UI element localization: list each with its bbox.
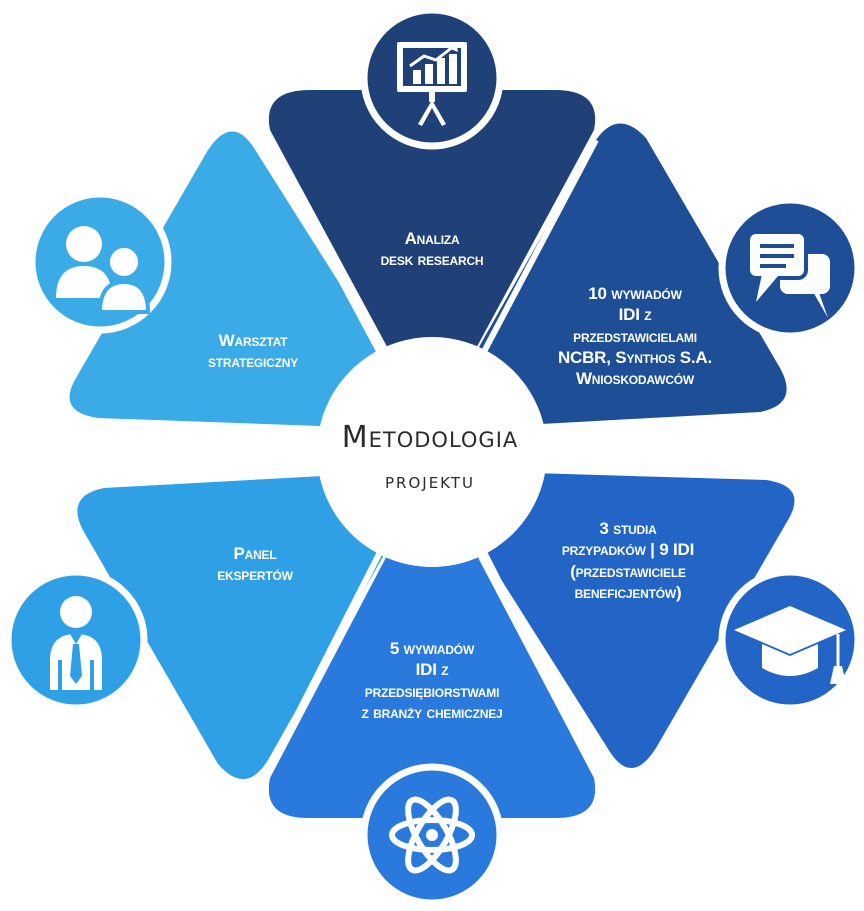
label-line: przedstawicielami	[573, 326, 697, 346]
label-line: IDI z	[415, 660, 449, 680]
label-wywiady10: 10 wywiadów IDI z przedstawicielami NCBR…	[540, 283, 730, 389]
center-title-line2: projektu	[385, 469, 475, 494]
label-studia: 3 studia przypadków | 9 IDI (przedstawic…	[528, 518, 728, 603]
label-line: 10 wywiadów	[588, 284, 682, 303]
badge-wywiady5	[360, 763, 504, 907]
label-line: strategiczny	[207, 352, 299, 372]
badge-analiza	[360, 6, 504, 150]
badge-panel	[4, 568, 148, 712]
label-panel: Panel ekspertów	[180, 543, 330, 586]
label-line: ekspertów	[217, 565, 293, 585]
center-circle	[317, 337, 547, 567]
badge-warsztat	[28, 190, 172, 334]
segment-analiza	[268, 90, 596, 430]
label-wywiady5: 5 wywiadów IDI z przedsiębiorstwami z br…	[325, 638, 539, 723]
badge-studia	[718, 568, 862, 712]
label-line: IDI z	[618, 305, 652, 325]
atom-icon	[389, 796, 475, 874]
segment-warsztat	[69, 131, 432, 430]
label-analiza: Analiza desk research	[352, 228, 512, 271]
label-line: desk research	[380, 250, 484, 270]
chat-bubbles-icon	[746, 230, 830, 318]
users-icon	[56, 226, 151, 314]
label-line: przedsiębiorstwami	[364, 681, 500, 701]
center-title-line1: Metodologia	[341, 420, 519, 455]
graduation-cap-icon	[734, 606, 846, 684]
segment-panel	[77, 470, 432, 780]
segment-studia	[432, 470, 795, 769]
presentation-chart-icon	[397, 42, 467, 126]
label-line: Warsztat	[218, 331, 288, 350]
segment-wywiady5	[268, 470, 596, 818]
label-line: Wnioskodawców	[575, 369, 695, 388]
label-line: 3 studia	[599, 519, 657, 538]
label-warsztat: Warsztat strategiczny	[178, 330, 328, 373]
label-line: Analiza	[404, 229, 460, 248]
segment-wywiady10	[432, 123, 787, 430]
label-line: NCBR, Synthos S.A.	[557, 347, 713, 367]
label-line: przypadków | 9 IDI	[561, 540, 695, 560]
label-line: 5 wywiadów	[389, 639, 475, 658]
badge-wywiady10	[718, 196, 862, 340]
label-line: z branży chemicznej	[361, 702, 503, 722]
label-line: (przedstawiciele	[570, 561, 686, 581]
label-line: beneficjentów)	[574, 582, 682, 602]
businessman-icon	[50, 596, 102, 690]
label-line: Panel	[233, 544, 277, 563]
center-title: Metodologia projektu	[300, 420, 560, 494]
